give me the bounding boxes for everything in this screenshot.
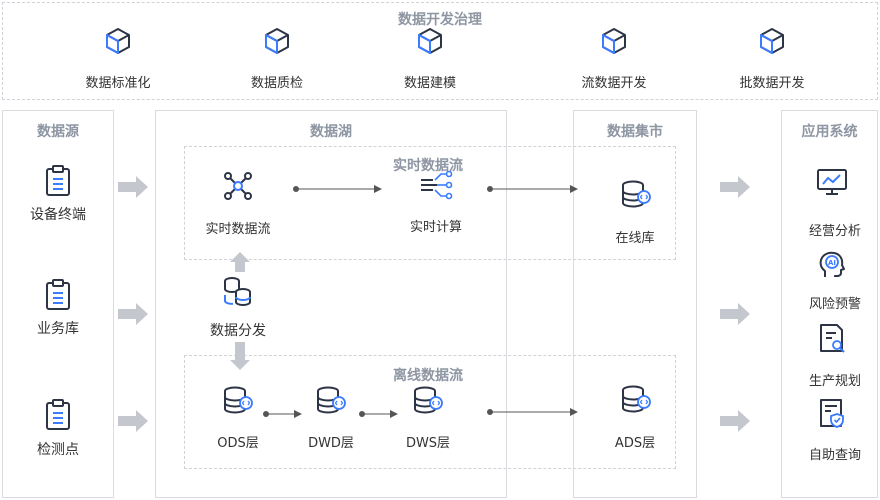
app-item-production-planning[interactable]: 生产规划 (808, 374, 862, 389)
cube-icon (262, 26, 292, 60)
dws-layer[interactable]: DWS层 (405, 436, 451, 451)
big-arrows (118, 176, 750, 432)
document-shield-icon (817, 398, 847, 434)
governance-item-modeling[interactable]: 数据建模 (403, 76, 457, 91)
source-title: 数据源 (37, 124, 79, 140)
governance-title: 数据开发治理 (398, 12, 482, 28)
database-icon (620, 385, 652, 419)
online-db-node[interactable]: 在线库 (615, 231, 655, 246)
dwd-layer[interactable]: DWD层 (308, 436, 354, 451)
svg-text:AI: AI (828, 259, 836, 267)
governance-item-stream[interactable]: 流数据开发 (581, 76, 647, 91)
source-item-business-db[interactable]: 业务库 (37, 321, 79, 337)
governance-item-quality[interactable]: 数据质检 (250, 76, 304, 91)
lake-panel: 数据湖 (155, 110, 507, 498)
app-item-risk-alert[interactable]: 风险预警 (808, 297, 862, 312)
cube-icon (599, 26, 629, 60)
apps-panel: 应用系统 (781, 110, 878, 498)
cube-icon (415, 26, 445, 60)
ai-head-icon: AI (817, 250, 847, 284)
offline-region: 离线数据流 (184, 355, 676, 469)
realtime-title: 实时数据流 (393, 158, 463, 174)
mart-panel: 数据集市 (573, 110, 697, 498)
distribute-node[interactable]: 数据分发 (210, 323, 266, 339)
lake-title: 数据湖 (310, 124, 352, 140)
ads-layer[interactable]: ADS层 (614, 436, 656, 451)
ods-layer[interactable]: ODS层 (217, 436, 259, 451)
clipboard-icon (44, 399, 72, 435)
realtime-compute-node[interactable]: 实时计算 (409, 220, 463, 235)
compute-icon (419, 170, 453, 204)
source-item-device[interactable]: 设备终端 (30, 207, 86, 223)
clipboard-icon (44, 165, 72, 201)
app-item-self-service-query[interactable]: 自助查询 (808, 448, 862, 463)
source-panel: 数据源 (2, 110, 114, 498)
source-item-checkpoint[interactable]: 检测点 (37, 442, 79, 458)
database-icon (412, 386, 444, 420)
apps-title: 应用系统 (801, 124, 858, 140)
document-search-icon (817, 323, 847, 359)
app-item-business-analysis[interactable]: 经营分析 (808, 224, 862, 239)
database-stack-icon (221, 275, 255, 313)
database-icon (620, 180, 652, 214)
governance-panel: 数据开发治理 (2, 2, 878, 100)
mart-title: 数据集市 (607, 124, 663, 140)
offline-title: 离线数据流 (393, 368, 463, 384)
database-icon (222, 386, 254, 420)
realtime-region: 实时数据流 (184, 146, 676, 260)
governance-item-batch[interactable]: 批数据开发 (739, 76, 805, 91)
governance-item-standardize[interactable]: 数据标准化 (85, 76, 151, 91)
network-icon (222, 170, 254, 206)
cube-icon (103, 26, 133, 60)
monitor-chart-icon (816, 167, 848, 201)
clipboard-icon (44, 279, 72, 315)
cube-icon (757, 26, 787, 60)
realtime-stream-node[interactable]: 实时数据流 (205, 222, 271, 237)
database-icon (315, 386, 347, 420)
